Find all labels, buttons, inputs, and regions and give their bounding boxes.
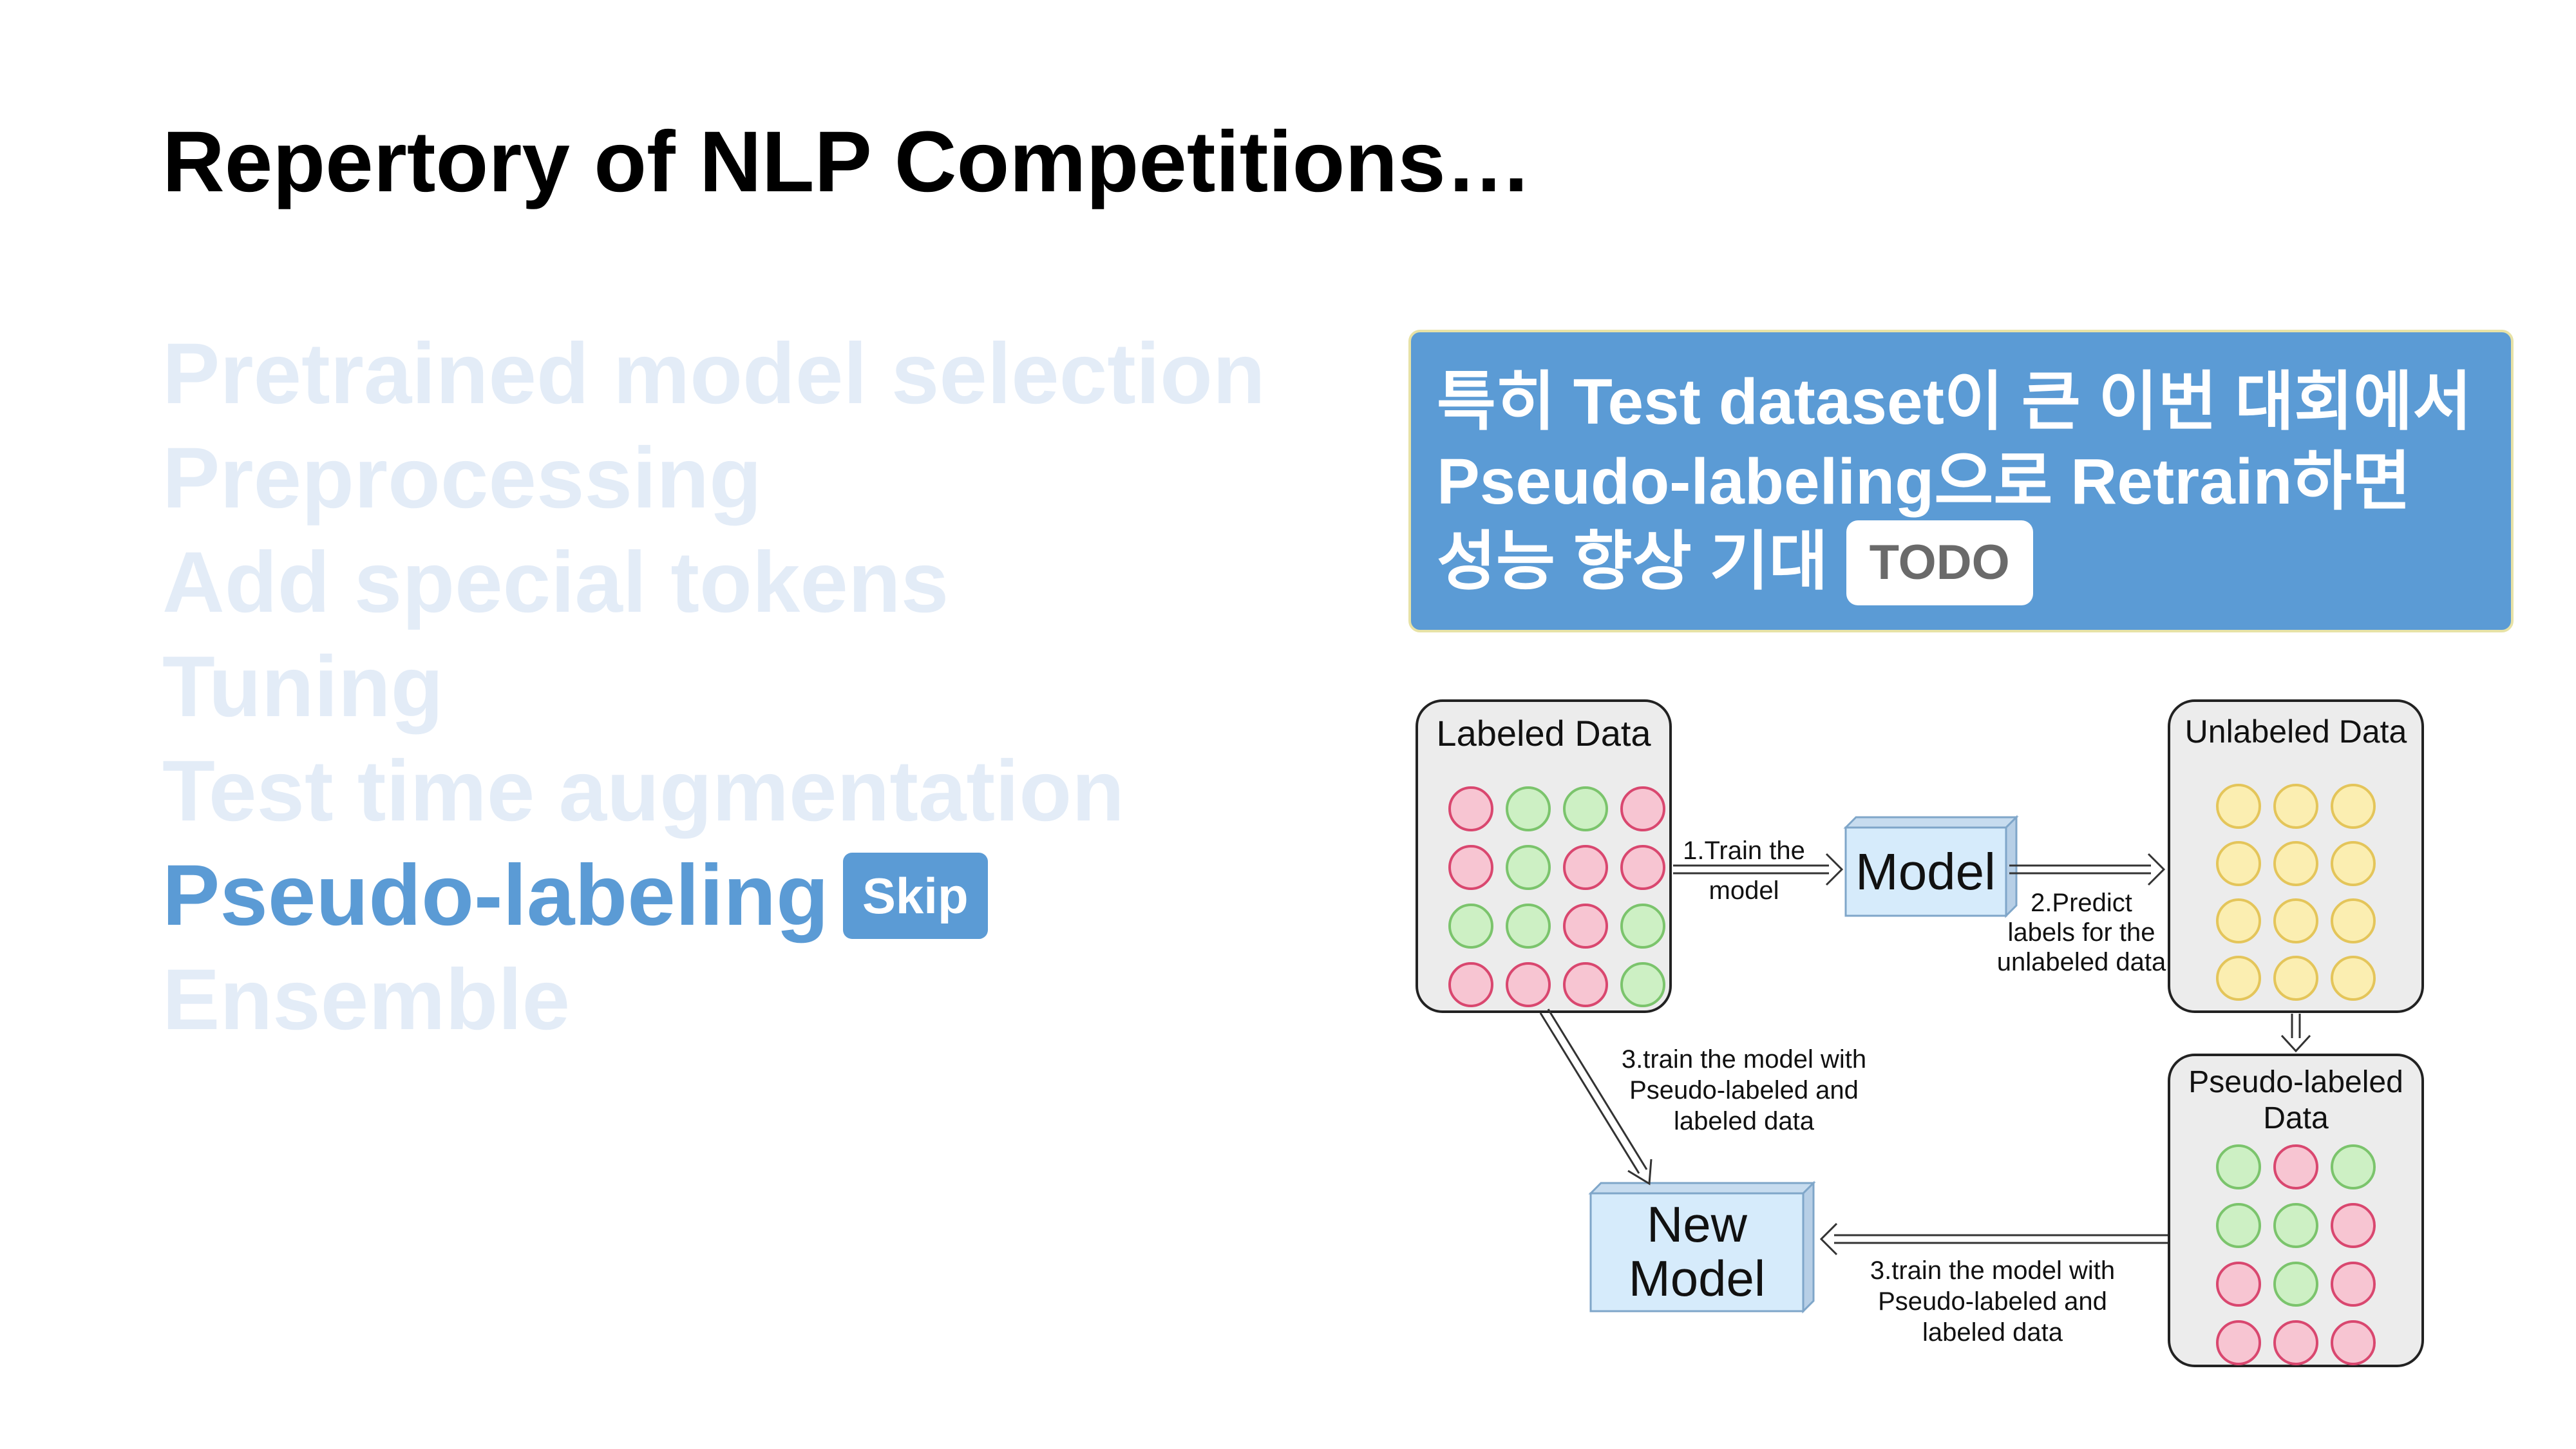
yellow-circle: [2216, 898, 2261, 943]
green-circle: [2273, 1262, 2318, 1307]
green-circle: [1620, 962, 1665, 1007]
green-circle: [1563, 786, 1608, 831]
pink-circle: [1448, 962, 1493, 1007]
step1-label: 1.Train the: [1683, 837, 1805, 865]
labeled-data-title: Labeled Data: [1436, 713, 1651, 753]
topic-item: Pretrained model selection: [162, 326, 1265, 422]
pink-circle: [1563, 845, 1608, 890]
yellow-circle: [2273, 956, 2318, 1001]
yellow-circle: [2331, 898, 2376, 943]
new-model-label: Model: [1629, 1250, 1765, 1307]
pseudo-labeled-data-circles: [2216, 1144, 2376, 1365]
arrow-to-new-model-diagonal: [1539, 1009, 1653, 1186]
callout-line: 특히 Test dataset이 큰 이번 대회에서: [1437, 366, 2472, 438]
green-circle: [2273, 1203, 2318, 1248]
yellow-circle: [2273, 898, 2318, 943]
arrow-predict: [2009, 853, 2166, 886]
arrow-to-new-model-horizontal: [1819, 1222, 2168, 1256]
topic-item: Ensemble: [162, 952, 571, 1048]
unlabeled-data-circles: [2216, 784, 2376, 1001]
model-box: Model: [1843, 815, 2019, 918]
step3-label: Pseudo-labeled and: [1629, 1076, 1859, 1104]
step3-label: 3.train the model with: [1870, 1256, 2115, 1285]
green-circle: [2331, 1144, 2376, 1189]
yellow-circle: [2216, 956, 2261, 1001]
yellow-circle: [2216, 841, 2261, 886]
green-circle: [1448, 904, 1493, 949]
pink-circle: [1506, 962, 1551, 1007]
arrow-train-model: [1673, 853, 1844, 886]
topic-item: Tuning: [162, 639, 444, 735]
green-circle: [1506, 845, 1551, 890]
pink-circle: [2273, 1144, 2318, 1189]
pseudo-labeled-title: Data: [2263, 1101, 2329, 1135]
todo-badge: TODO: [1846, 520, 2033, 605]
pink-circle: [2331, 1203, 2376, 1248]
pink-circle: [2216, 1320, 2261, 1365]
slide-title: Repertory of NLP Competitions…: [162, 114, 1532, 210]
topic-item: Preprocessing: [162, 430, 762, 526]
pink-circle: [2216, 1262, 2261, 1307]
step3-label: labeled data: [1674, 1107, 1815, 1135]
pink-circle: [1563, 962, 1608, 1007]
yellow-circle: [2273, 841, 2318, 886]
new-model-box: New Model: [1588, 1180, 1816, 1314]
green-circle: [1506, 786, 1551, 831]
callout-line-text: 성능 향상 기대: [1437, 526, 1828, 598]
step2-label: 2.Predict: [2031, 889, 2132, 917]
labeled-data-circles: [1448, 786, 1665, 1007]
yellow-circle: [2216, 784, 2261, 829]
pink-circle: [1448, 786, 1493, 831]
step2-label: labels for the: [2007, 918, 2155, 947]
green-circle: [2216, 1144, 2261, 1189]
pink-circle: [1620, 786, 1665, 831]
pink-circle: [2331, 1320, 2376, 1365]
pink-circle: [2331, 1262, 2376, 1307]
step1-label: model: [1709, 876, 1779, 905]
pink-circle: [1448, 845, 1493, 890]
yellow-circle: [2331, 841, 2376, 886]
green-circle: [1620, 904, 1665, 949]
unlabeled-data-title: Unlabeled Data: [2185, 714, 2407, 750]
step3-label: labeled data: [1922, 1318, 2063, 1347]
yellow-circle: [2331, 956, 2376, 1001]
step2-label: unlabeled data: [1997, 948, 2166, 976]
step3-label: Pseudo-labeled and: [1878, 1287, 2107, 1316]
yellow-circle: [2331, 784, 2376, 829]
green-circle: [1506, 904, 1551, 949]
pink-circle: [1563, 904, 1608, 949]
topic-item-label: Pseudo-labeling: [162, 848, 829, 943]
yellow-circle: [2273, 784, 2318, 829]
green-circle: [2216, 1203, 2261, 1248]
topic-item: Test time augmentation: [162, 743, 1125, 839]
topic-list: Pretrained model selection Preprocessing…: [162, 322, 1265, 1052]
topic-item: Add special tokens: [162, 535, 949, 630]
model-label: Model: [1855, 843, 1996, 900]
pink-circle: [1620, 845, 1665, 890]
callout-box: 특히 Test dataset이 큰 이번 대회에서 Pseudo-labeli…: [1408, 330, 2514, 632]
arrow-down-to-pseudo: [2280, 1014, 2311, 1053]
skip-badge: Skip: [842, 852, 988, 939]
pseudo-labeled-title: Pseudo-labeled: [2188, 1065, 2403, 1099]
step3-label: 3.train the model with: [1622, 1045, 1866, 1074]
callout-line: Pseudo-labeling으로 Retrain하면: [1437, 446, 2411, 518]
pink-circle: [2273, 1320, 2318, 1365]
new-model-label: New: [1647, 1196, 1748, 1253]
